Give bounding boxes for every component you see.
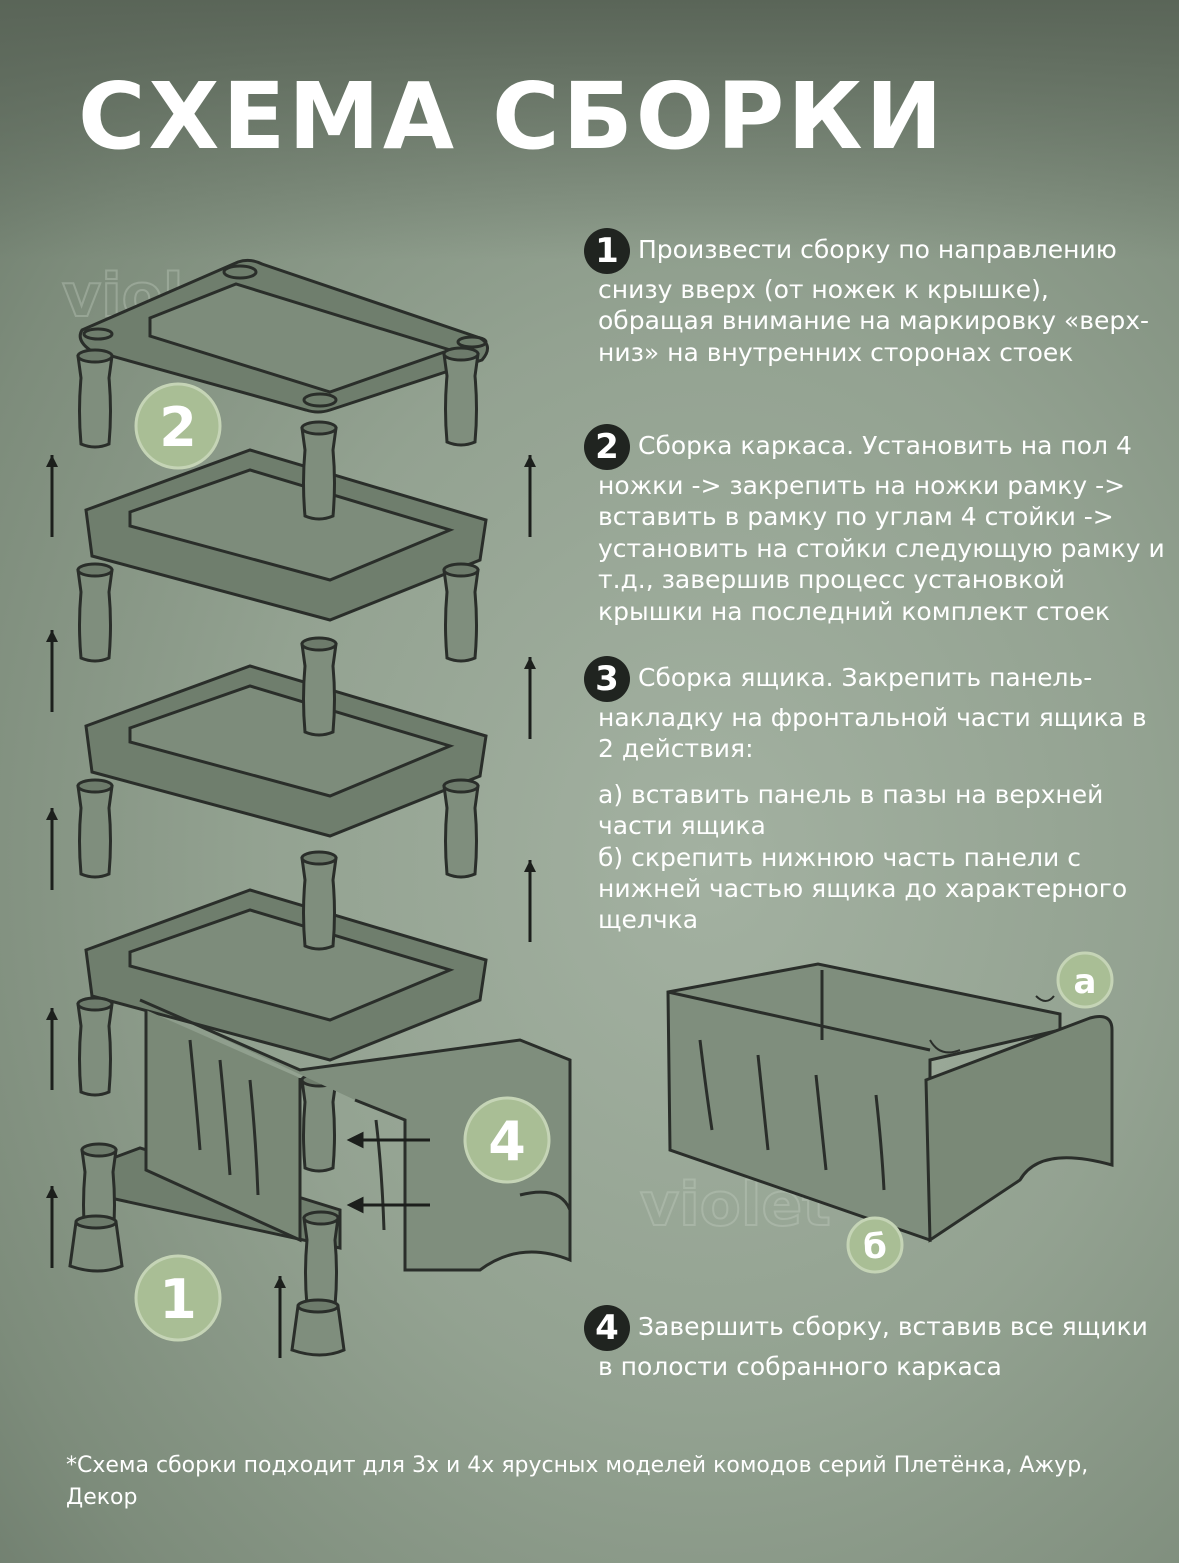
step-3-sub-b: б) скрепить нижнюю часть панели с нижней… xyxy=(598,842,1128,935)
badge-drawer-insert: 4 xyxy=(463,1096,551,1184)
step-text: Произвести сборку по направлению снизу в… xyxy=(598,235,1150,367)
insert-arrows xyxy=(346,1131,430,1214)
drawer-detail-drawing xyxy=(666,962,1114,1243)
step-number: 4 xyxy=(584,1305,630,1351)
svg-text:2: 2 xyxy=(159,396,197,459)
badge-frame-top: 2 xyxy=(134,382,222,470)
svg-text:1: 1 xyxy=(159,1268,197,1331)
step-text: Сборка ящика. Закрепить панель-накладку … xyxy=(598,663,1147,764)
badge-panel-b: б xyxy=(846,1216,904,1274)
badge-panel-a: а xyxy=(1056,951,1114,1009)
shelf-frames xyxy=(84,448,488,1250)
svg-text:а: а xyxy=(1074,962,1097,1002)
footnote: *Схема сборки подходит для 3х и 4х ярусн… xyxy=(66,1453,1089,1510)
top-shade xyxy=(0,0,1179,260)
lid-drawing xyxy=(78,258,489,414)
step-number: 2 xyxy=(584,424,630,470)
step-number: 3 xyxy=(584,656,630,702)
frame-drawer-drawing xyxy=(139,998,572,1272)
svg-text:б: б xyxy=(863,1227,887,1267)
page-title: СХЕМА СБОРКИ xyxy=(78,63,946,170)
step-3-sub-a: а) вставить панель в пазы на верхней час… xyxy=(598,779,1104,841)
badge-frame-bottom: 1 xyxy=(134,1254,222,1342)
step-number: 1 xyxy=(584,228,630,274)
svg-text:4: 4 xyxy=(488,1110,526,1173)
step-text: Завершить сборку, вставив все ящики в по… xyxy=(598,1312,1148,1381)
step-text: Сборка каркаса. Установить на пол 4 ножк… xyxy=(598,431,1165,626)
